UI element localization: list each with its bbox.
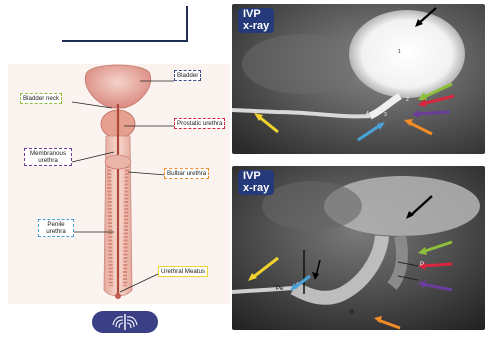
label-urethral-meatus: Urethral Meatus [158,266,208,277]
label-bladder: Bladder [174,70,201,81]
ivp-badge-subtitle: x-ray [243,183,269,195]
ribcage-icon [92,311,158,333]
ivp-badge-title: IVP [243,171,269,183]
xray-mark-4: 4 [366,111,369,117]
ribcage-logo-icon [92,311,158,333]
ivp-xray-top: IVP x-ray 1 2 3 4 [232,4,485,154]
label-bulbar-urethra: Bulbar urethra [164,168,209,179]
label-bladder-neck: Bladder neck [20,93,62,104]
xray-mark-2: 2 [406,97,409,103]
ivp-badge-title: IVP [243,9,269,21]
xray-mark-p: P [420,262,424,268]
label-prostatic-urethra: Prostatic urethra [174,118,225,129]
decorative-corner-line [186,6,188,42]
urethra-anatomy-diagram: Bladder Bladder neck Prostatic urethra M… [8,64,230,304]
label-membranous-urethra: Membranous urethra [24,148,72,166]
ivp-badge-subtitle: x-ray [243,21,269,33]
ivp-badge-bottom: IVP x-ray [238,170,274,195]
ivp-badge-top: IVP x-ray [238,8,274,33]
xray-mark-3: 3 [384,112,387,118]
ivp-xray-bottom: IVP x-ray P Pe B [232,166,485,330]
xray-mark-b: B [350,310,354,316]
decorative-corner-line [62,40,188,42]
xray-mark-pe: Pe [276,286,283,292]
xray-mark-1: 1 [398,49,401,55]
label-penile-urethra: Penile urethra [38,219,74,237]
